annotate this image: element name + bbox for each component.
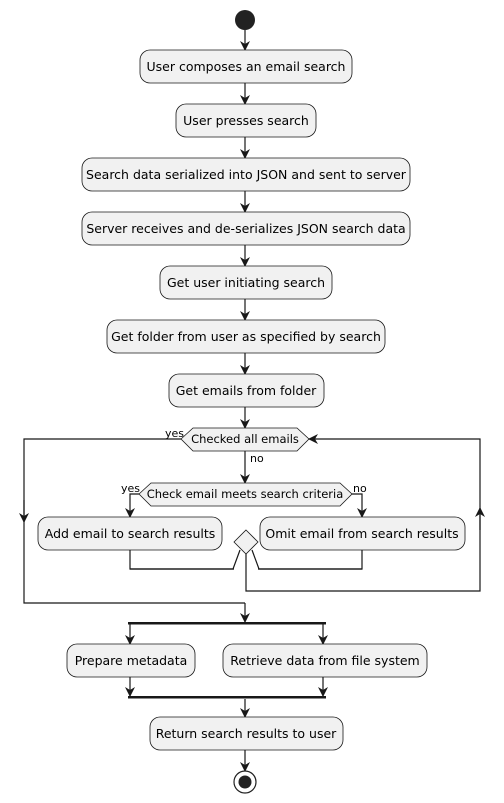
activity-prepare-metadata: Prepare metadata — [66, 643, 196, 678]
decision-checked-all-emails: Checked all emails — [180, 427, 310, 452]
loop-yes-label: yes — [165, 427, 184, 440]
activity-omit-email-label: Omit email from search results — [265, 526, 458, 541]
activity-receive: Server receives and de-serializes JSON s… — [81, 211, 411, 246]
join-bar — [128, 696, 326, 699]
decision-checked-all-emails-label: Checked all emails — [191, 432, 299, 446]
activity-get-emails-label: Get emails from folder — [176, 383, 317, 398]
merge-node — [233, 529, 259, 555]
decision-search-criteria: Check email meets search criteria — [138, 482, 353, 507]
activity-compose: User composes an email search — [139, 49, 353, 84]
activity-get-user: Get user initiating search — [159, 265, 333, 300]
activity-get-emails: Get emails from folder — [168, 373, 325, 408]
activity-compose-label: User composes an email search — [147, 59, 346, 74]
criteria-no-label: no — [353, 482, 367, 495]
activity-prepare-metadata-label: Prepare metadata — [75, 653, 188, 668]
activity-get-user-label: Get user initiating search — [167, 275, 325, 290]
activity-receive-label: Server receives and de-serializes JSON s… — [86, 221, 405, 236]
activity-add-email: Add email to search results — [37, 516, 223, 551]
criteria-yes-label: yes — [121, 482, 140, 495]
activity-serialize-label: Search data serialized into JSON and sen… — [86, 167, 407, 182]
loop-no-label: no — [250, 452, 264, 465]
start-node — [235, 10, 255, 30]
decision-search-criteria-label: Check email meets search criteria — [147, 487, 344, 501]
activity-press-label: User presses search — [183, 113, 309, 128]
activity-press: User presses search — [175, 103, 317, 138]
activity-retrieve-data-label: Retrieve data from file system — [230, 653, 419, 668]
activity-get-folder-label: Get folder from user as specified by sea… — [111, 329, 381, 344]
activity-omit-email: Omit email from search results — [259, 516, 466, 551]
activity-return-results: Return search results to user — [149, 716, 344, 751]
end-node — [233, 770, 257, 794]
activity-get-folder: Get folder from user as specified by sea… — [106, 319, 386, 354]
activity-return-results-label: Return search results to user — [156, 726, 337, 741]
fork-bar — [128, 622, 326, 625]
activity-add-email-label: Add email to search results — [45, 526, 216, 541]
activity-retrieve-data: Retrieve data from file system — [222, 643, 428, 678]
activity-serialize: Search data serialized into JSON and sen… — [81, 157, 411, 192]
